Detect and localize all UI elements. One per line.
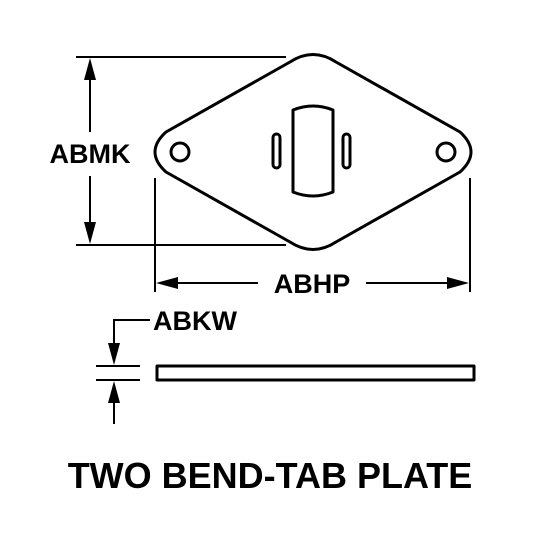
plate-outline	[153, 53, 473, 251]
length-dimension: ABHP	[154, 178, 471, 299]
height-dimension-label: ABMK	[50, 139, 131, 169]
height-dimension: ABMK	[50, 56, 286, 246]
left-mounting-hole	[169, 141, 191, 163]
thickness-dimension: ABKW	[96, 306, 237, 424]
thickness-arrow-down	[108, 343, 120, 365]
thickness-arrow-up	[108, 381, 120, 403]
height-arrow-down	[84, 222, 96, 244]
bend-tab	[291, 104, 335, 198]
right-mounting-hole	[435, 141, 457, 163]
right-slot	[341, 132, 352, 170]
length-arrow-left	[156, 277, 178, 289]
left-slot	[271, 132, 282, 170]
plate-edge-profile	[155, 364, 476, 382]
thickness-dimension-label: ABKW	[153, 306, 237, 336]
height-arrow-up	[84, 58, 96, 80]
diagram-title: TWO BEND-TAB PLATE	[68, 455, 473, 496]
plate-top-view	[153, 53, 473, 251]
length-arrow-right	[447, 277, 469, 289]
plate-side-view	[155, 364, 476, 382]
length-dimension-label: ABHP	[274, 269, 351, 299]
thickness-leader-line	[113, 319, 150, 345]
